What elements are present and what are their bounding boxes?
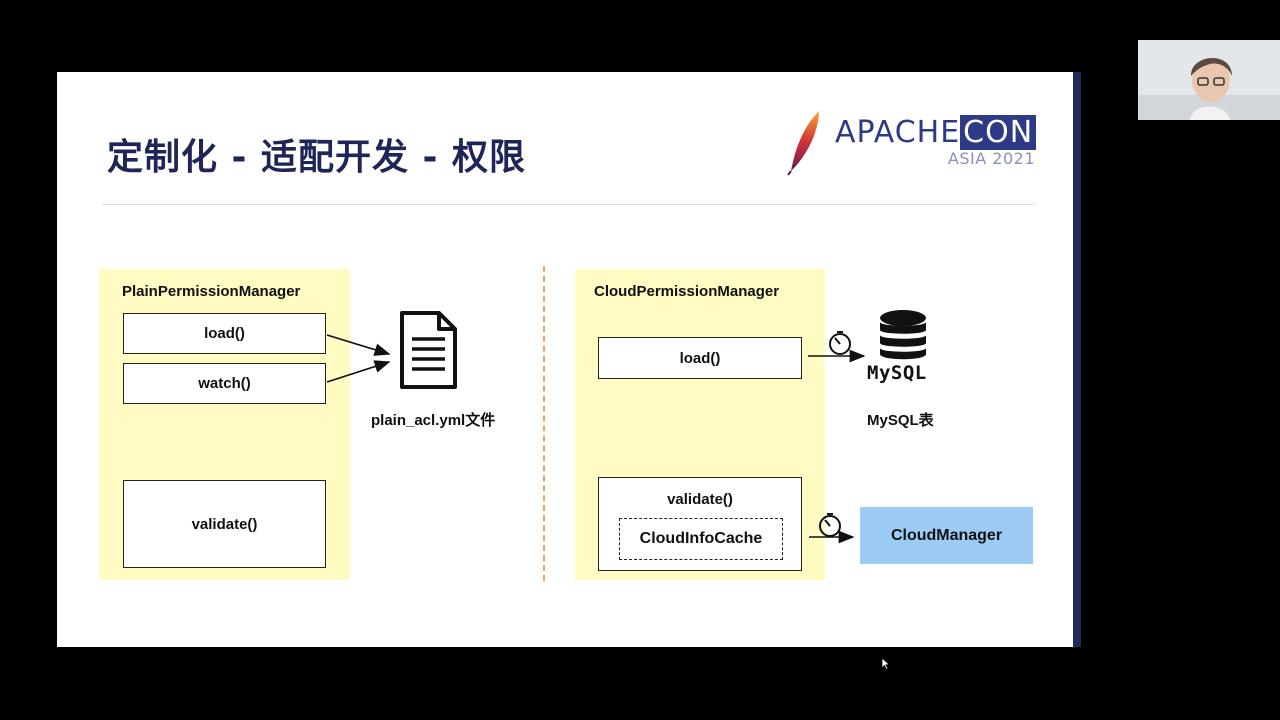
cloud-permission-panel: CloudPermissionManager load() validate()… xyxy=(575,269,825,580)
timer-icon xyxy=(829,331,851,355)
arrows-to-file xyxy=(326,334,391,383)
load-method-box: load() xyxy=(123,313,326,354)
presenter-avatar xyxy=(1138,40,1280,120)
mysql-logo: MySQL xyxy=(863,310,943,386)
validate-label: validate() xyxy=(667,491,733,508)
arrow-to-cloud-manager xyxy=(809,530,855,544)
panel-title: CloudPermissionManager xyxy=(594,283,780,300)
plain-permission-panel: PlainPermissionManager load() watch() va… xyxy=(99,269,350,580)
logo-accent: CON xyxy=(960,115,1037,150)
timer-icon xyxy=(819,513,841,537)
slide-title: 定制化 - 适配开发 - 权限 xyxy=(107,137,527,178)
cloud-manager-box: CloudManager xyxy=(860,507,1033,564)
file-label: plain_acl.yml文件 xyxy=(371,412,496,429)
section-divider xyxy=(543,266,545,581)
title-rule xyxy=(102,204,1035,205)
watch-method-box: watch() xyxy=(123,363,326,404)
logo-subtitle: ASIA 2021 xyxy=(947,149,1035,168)
mouse-cursor-icon xyxy=(881,657,891,671)
cloud-info-cache-box: CloudInfoCache xyxy=(619,518,783,560)
database-icon xyxy=(880,310,926,360)
validate-method-box: validate() xyxy=(123,480,326,568)
slide-edge xyxy=(1073,72,1081,647)
mysql-label: MySQL表 xyxy=(867,412,934,429)
feather-icon xyxy=(787,111,819,176)
mysql-logo-text: MySQL xyxy=(867,362,927,384)
load-method-box: load() xyxy=(598,337,802,379)
panel-title: PlainPermissionManager xyxy=(122,283,301,300)
document-icon xyxy=(400,311,457,389)
logo-main: APACHE xyxy=(835,115,961,150)
arrow-to-mysql xyxy=(808,349,866,363)
webcam-thumbnail xyxy=(1138,40,1280,120)
validate-method-box: validate() CloudInfoCache xyxy=(598,477,802,571)
